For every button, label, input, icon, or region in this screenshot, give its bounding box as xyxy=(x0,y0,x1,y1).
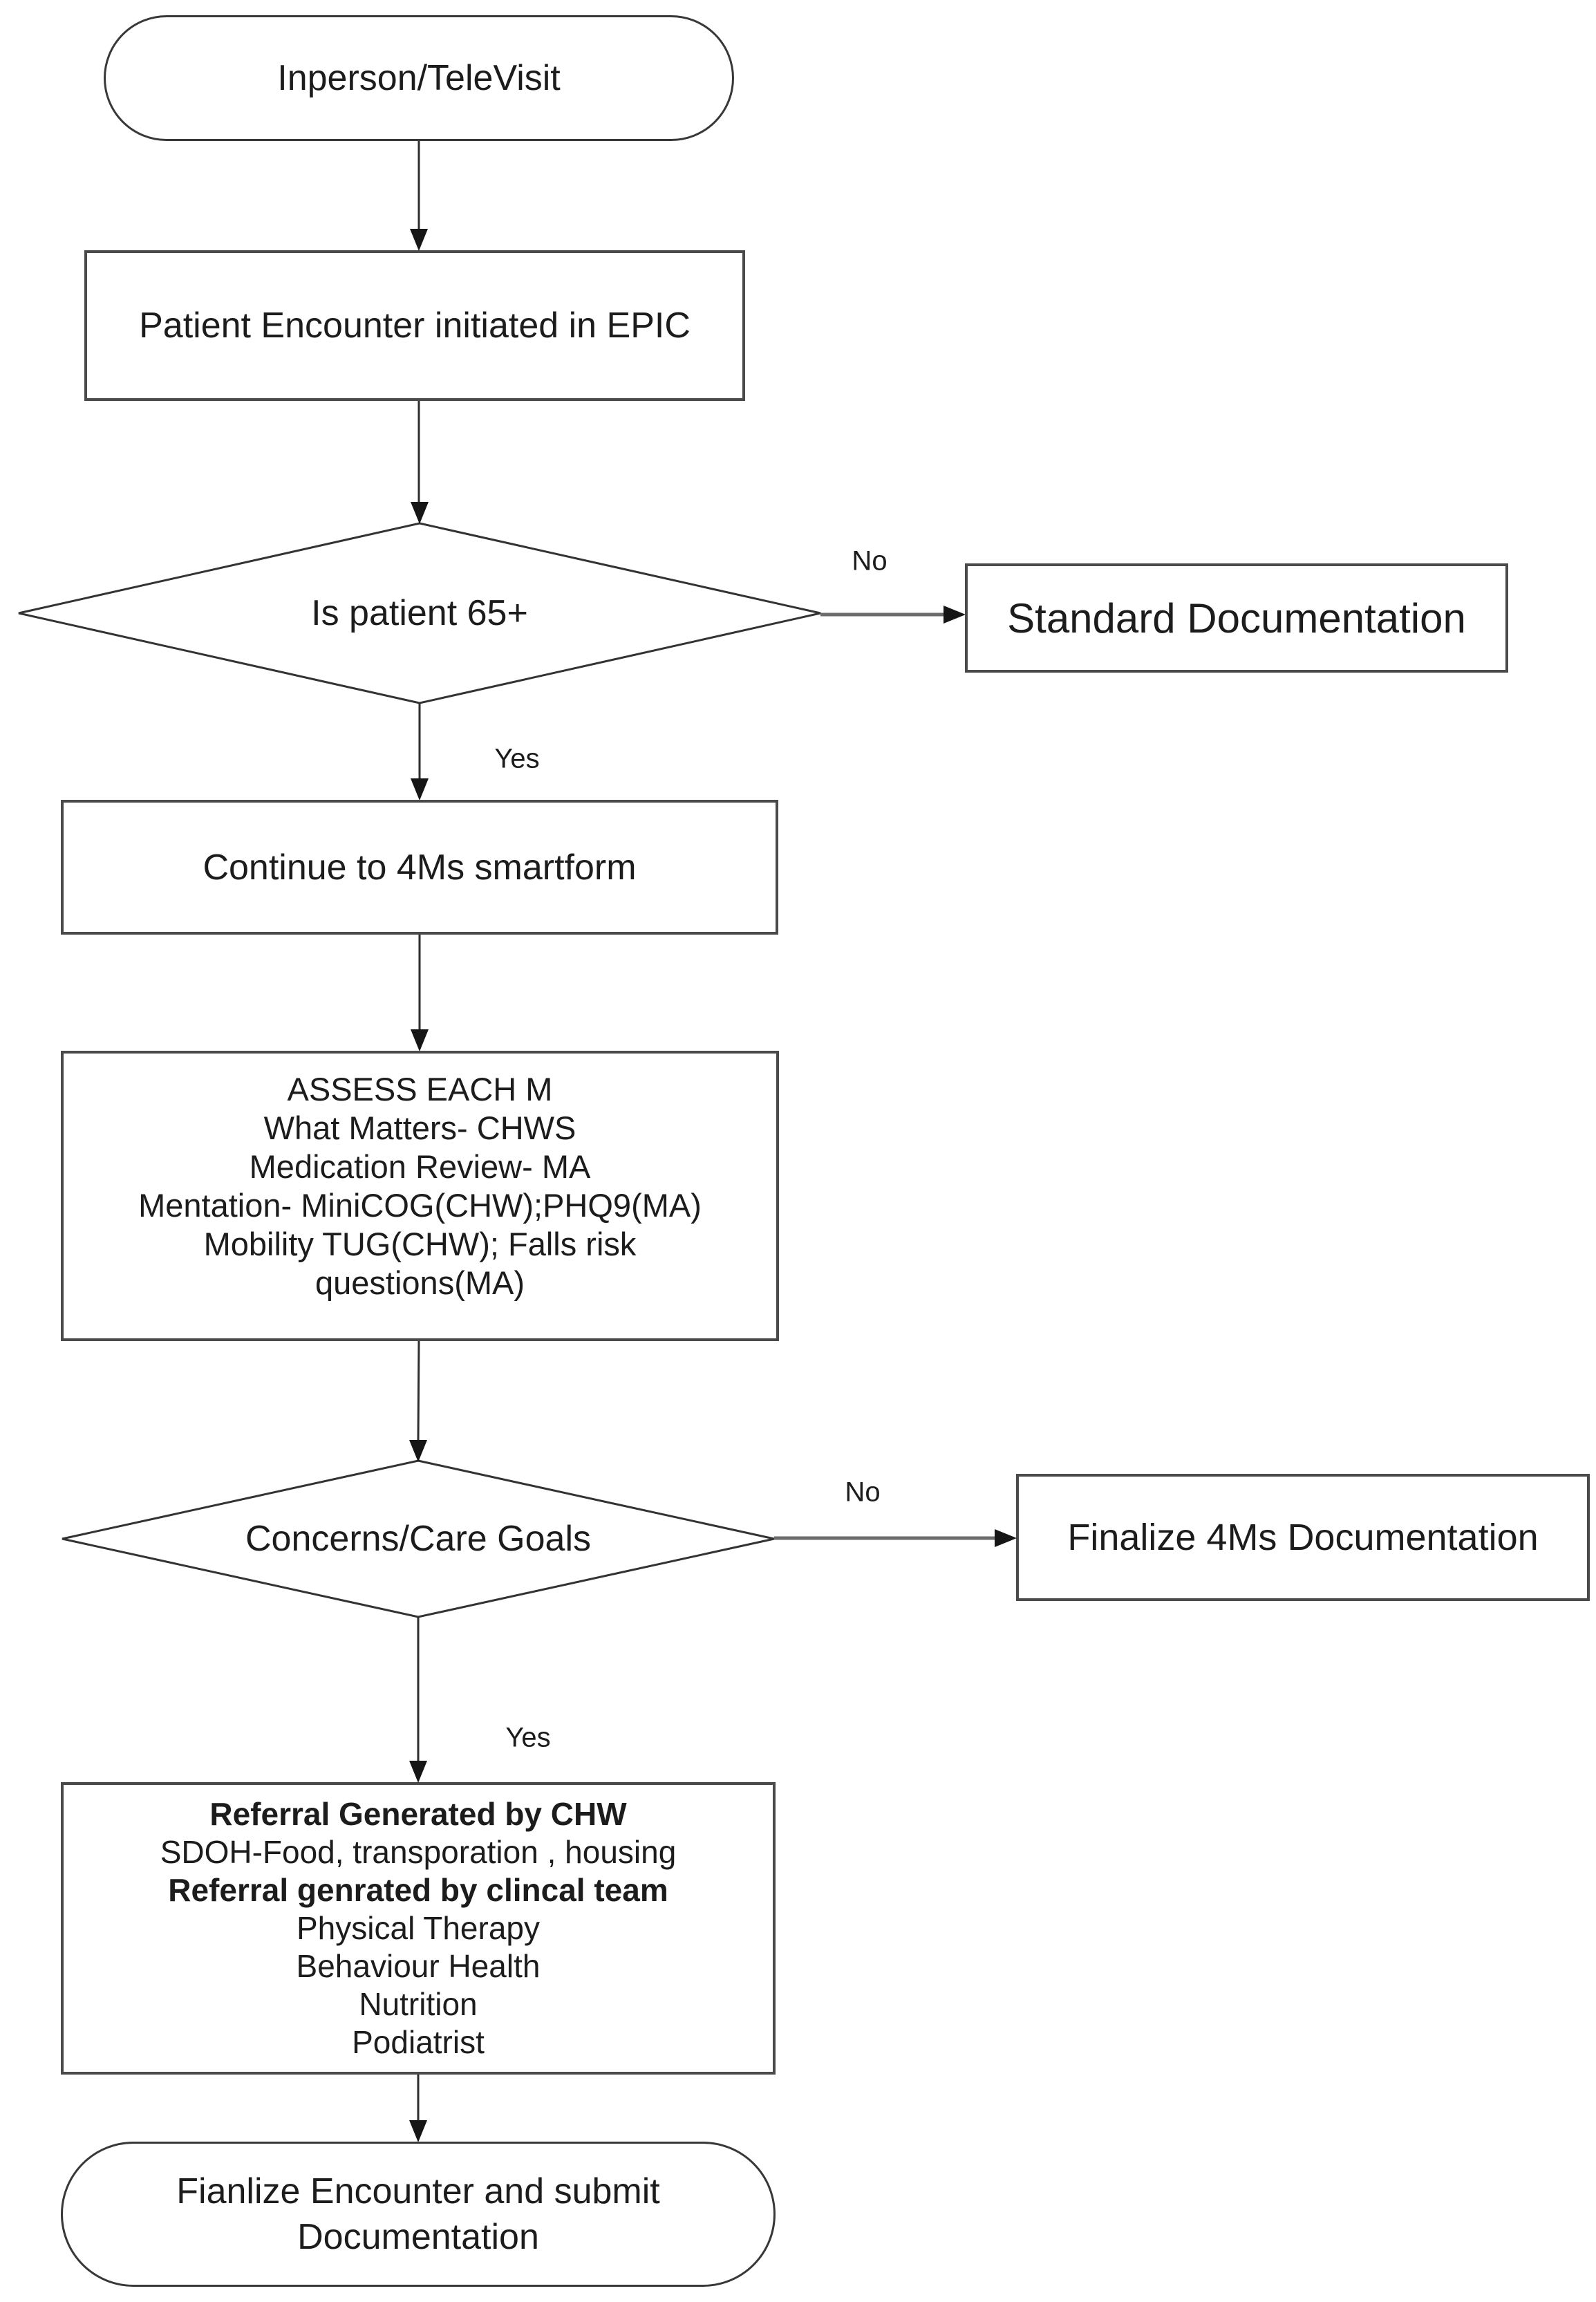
referral-line: Behaviour Health xyxy=(296,1948,541,1984)
arrowhead xyxy=(411,778,429,801)
decision-concerns-label: Concerns/Care Goals xyxy=(245,1519,591,1559)
end-node: Fianlize Encounter and submit Documentat… xyxy=(61,2142,776,2287)
arrowhead xyxy=(995,1529,1017,1547)
edge-label-concerns-no: No xyxy=(845,1477,881,1508)
arrowhead xyxy=(409,1440,427,1462)
edge-label-age-yes: Yes xyxy=(494,743,540,774)
referral-line: Podiatrist xyxy=(352,2024,485,2060)
arrowhead xyxy=(411,502,429,524)
assess-line: questions(MA) xyxy=(315,1264,525,1301)
standard-doc-label: Standard Documentation xyxy=(1007,595,1466,642)
assess-line: Mentation- MiniCOG(CHW);PHQ9(MA) xyxy=(138,1187,702,1224)
referral-line: Referral genrated by clincal team xyxy=(168,1872,668,1908)
encounter-label: Patient Encounter initiated in EPIC xyxy=(139,306,691,346)
start-node: Inperson/TeleVisit xyxy=(104,15,734,141)
referral-line: Physical Therapy xyxy=(297,1910,540,1946)
assess-line: Medication Review- MA xyxy=(249,1148,591,1185)
encounter-node: Patient Encounter initiated in EPIC xyxy=(84,250,745,401)
edge-label-age-no: No xyxy=(852,545,888,577)
assess-line: What Matters- CHWS xyxy=(263,1110,576,1146)
referral-line: SDOH-Food, transporation , housing xyxy=(160,1834,677,1870)
end-line: Documentation xyxy=(297,2217,539,2257)
finalize-4ms-node: Finalize 4Ms Documentation xyxy=(1016,1474,1590,1601)
referral-line: Referral Generated by CHW xyxy=(209,1796,627,1832)
smartform-label: Continue to 4Ms smartform xyxy=(203,847,637,888)
end-line: Fianlize Encounter and submit xyxy=(176,2171,660,2211)
finalize-4ms-label: Finalize 4Ms Documentation xyxy=(1067,1517,1539,1558)
referral-node: Referral Generated by CHW SDOH-Food, tra… xyxy=(61,1782,776,2075)
start-label: Inperson/TeleVisit xyxy=(277,58,561,98)
assess-line: Mobility TUG(CHW); Falls risk xyxy=(203,1226,637,1262)
arrowhead xyxy=(410,229,428,251)
edge-label-concerns-yes: Yes xyxy=(505,1722,551,1753)
arrowhead xyxy=(411,1029,429,1051)
edge-assess-to-concerns xyxy=(417,1340,420,1441)
arrowhead xyxy=(943,606,966,624)
assess-node: ASSESS EACH M What Matters- CHWS Medicat… xyxy=(61,1051,779,1341)
referral-line: Nutrition xyxy=(359,1986,478,2022)
decision-age-label: Is patient 65+ xyxy=(311,593,528,633)
arrowhead xyxy=(409,2120,427,2142)
assess-line: ASSESS EACH M xyxy=(287,1071,553,1107)
standard-doc-node: Standard Documentation xyxy=(965,563,1508,673)
arrowhead xyxy=(409,1761,427,1783)
smartform-node: Continue to 4Ms smartform xyxy=(61,800,778,935)
decision-age-shape xyxy=(18,522,821,704)
